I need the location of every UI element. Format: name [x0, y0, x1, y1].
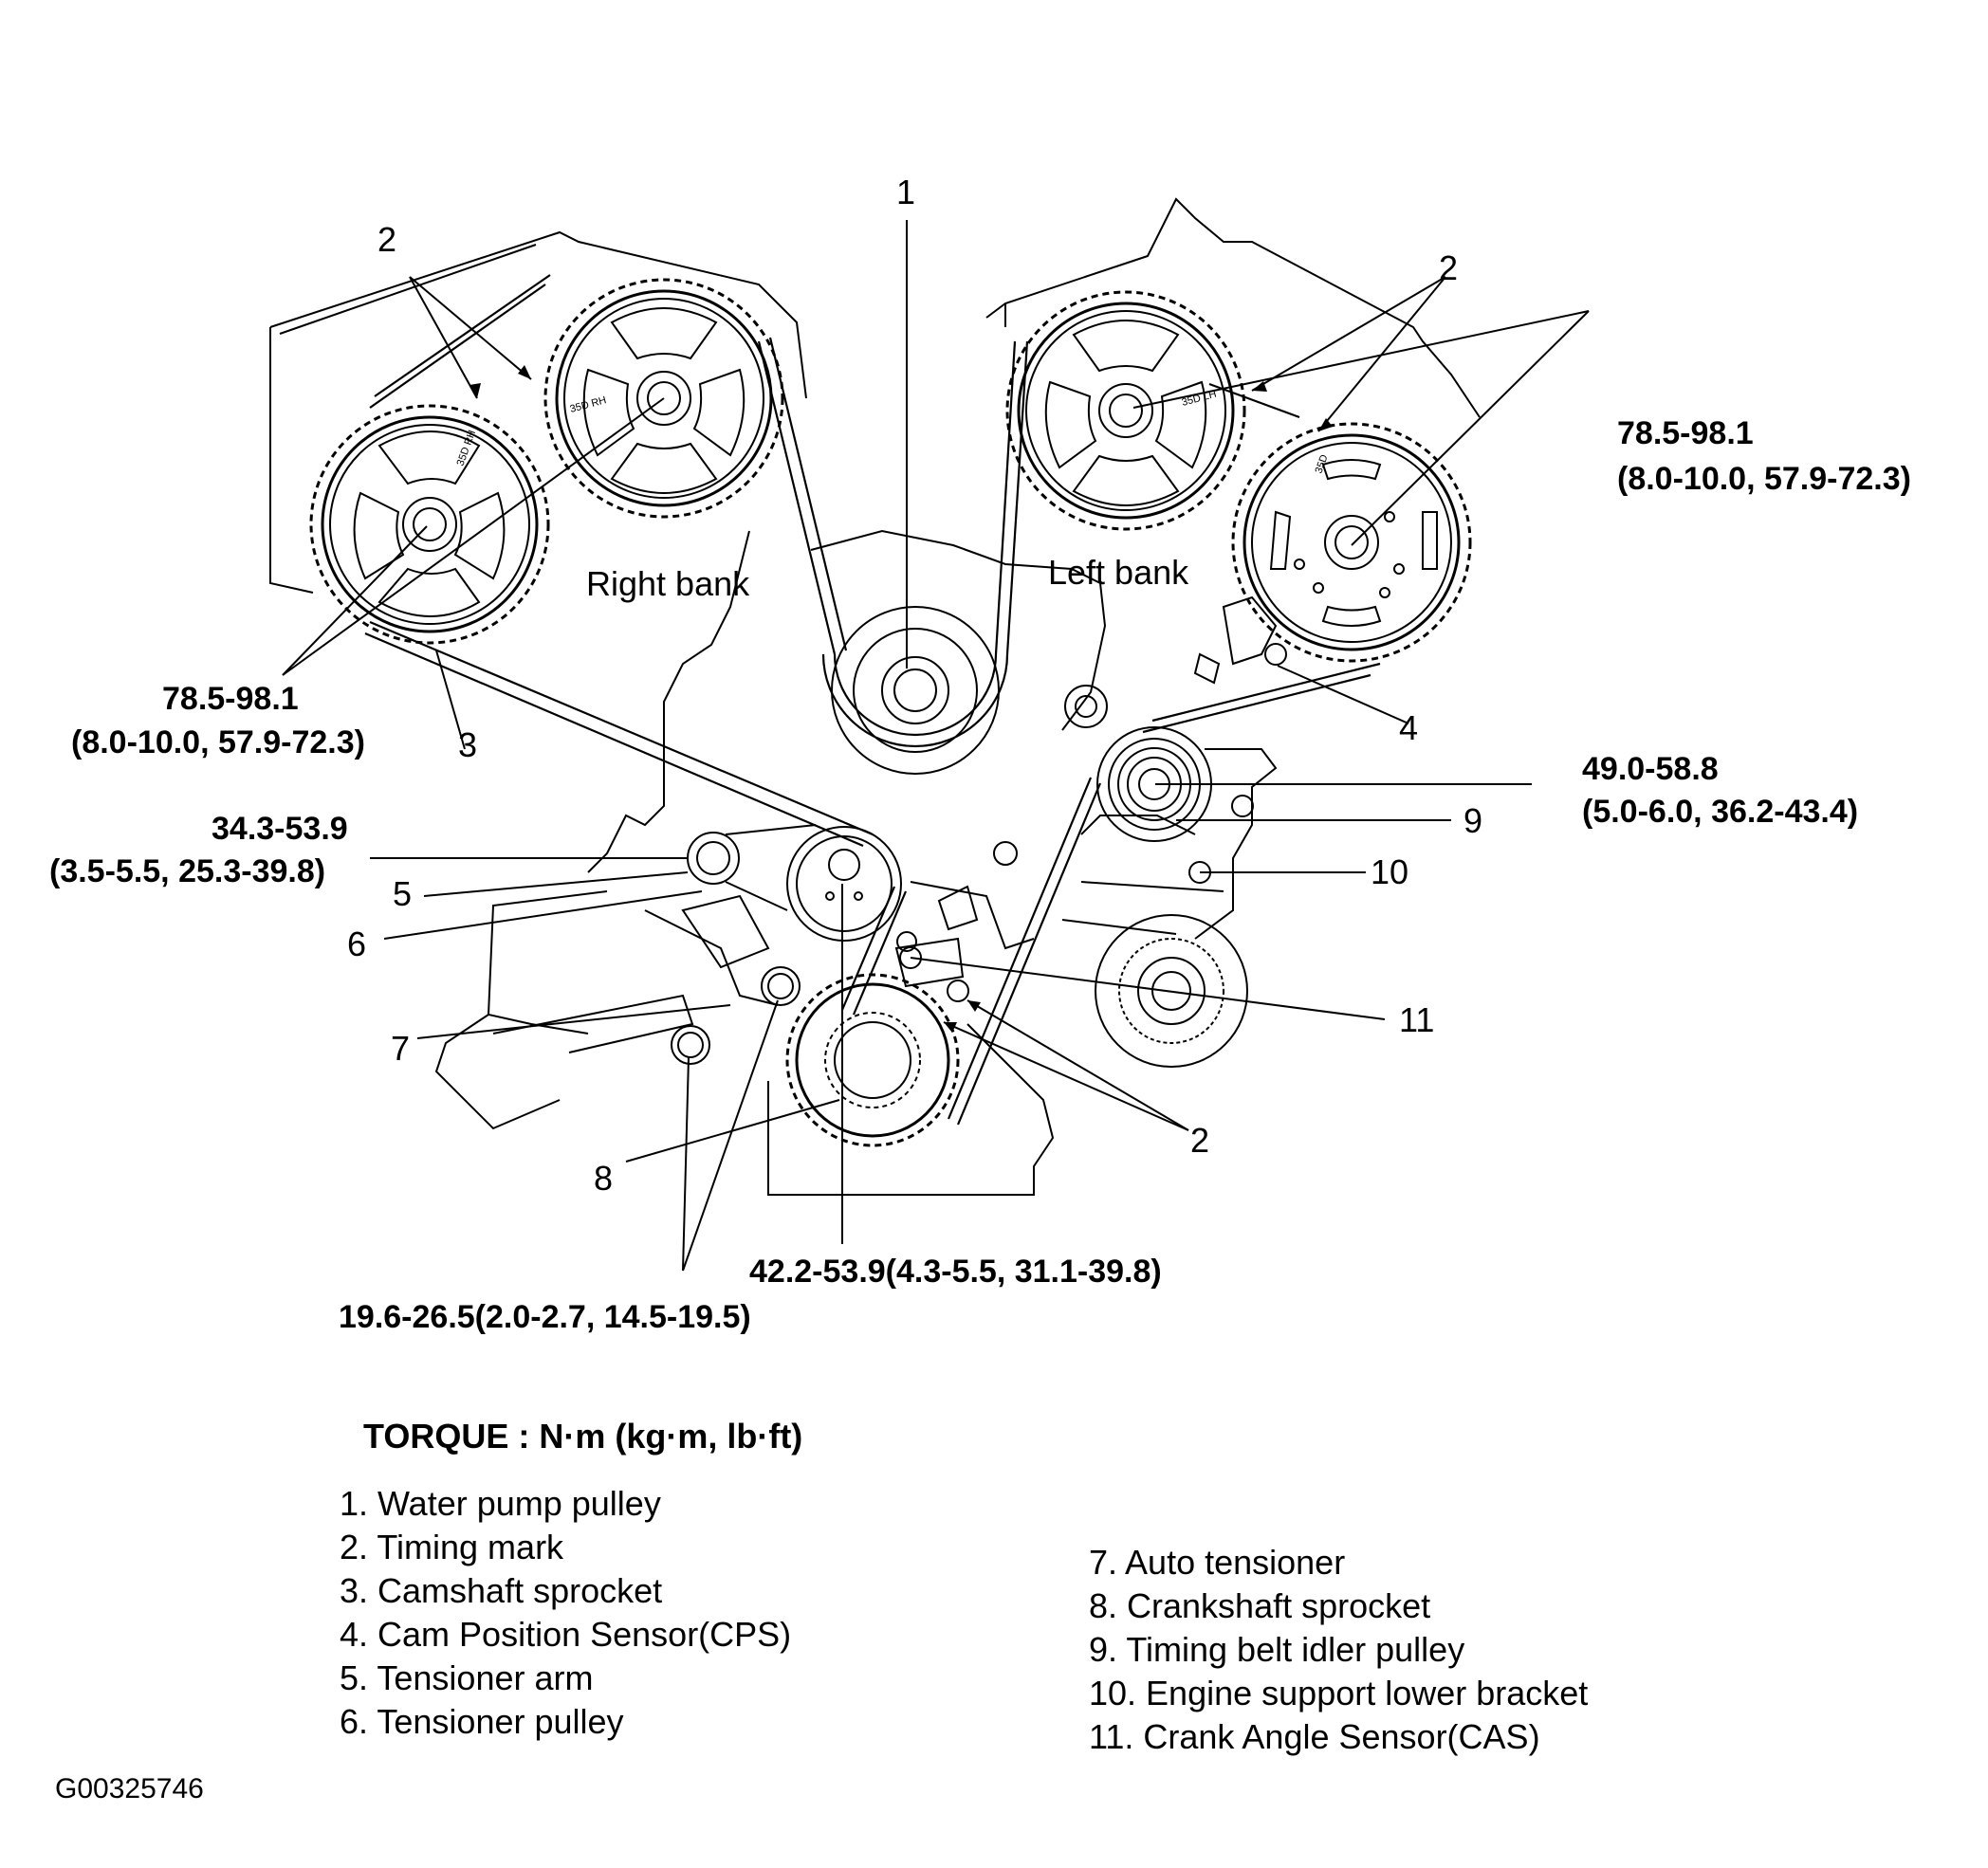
callout-1: 1: [896, 173, 915, 211]
torque-idler-line2: (5.0-6.0, 36.2-43.4): [1582, 794, 1858, 830]
camshaft-sprocket-rh-rear: [543, 278, 784, 519]
torque-cam-right-bank-line1: 78.5-98.1: [162, 681, 299, 717]
legend-item: 10. Engine support lower bracket: [1089, 1674, 1589, 1712]
sprocket-stamp-lh-rear: 35D: [1314, 453, 1331, 475]
legend-item: 11. Crank Angle Sensor(CAS): [1089, 1717, 1540, 1756]
figure-id: G00325746: [55, 1773, 204, 1804]
callout-10: 10: [1371, 852, 1408, 891]
legend-item: 7. Auto tensioner: [1089, 1543, 1346, 1582]
camshaft-sprocket-lh-front: [1005, 290, 1246, 531]
timing-belt: [364, 274, 1381, 1126]
torque-units-heading: TORQUE : N·m (kg·m, lb·ft): [363, 1417, 803, 1456]
callout-11: 11: [1399, 1000, 1434, 1039]
legend-left: 1. Water pump pulley 2. Timing mark 3. C…: [340, 1482, 791, 1744]
camshaft-sprocket-rh-front: [309, 404, 550, 645]
legend-item: 1. Water pump pulley: [340, 1484, 661, 1523]
torque-tensioner-arm-line2: (3.5-5.5, 25.3-39.8): [49, 853, 325, 889]
camshaft-sprocket-lh-rear: [1231, 422, 1472, 663]
callout-numbers: 1 2 2 2 3 4 5 6 7 8 9 10 11: [347, 173, 1482, 1198]
tensioner-arm: [687, 824, 817, 911]
auto-tensioner: [671, 894, 801, 1065]
callout-3: 3: [458, 725, 477, 764]
legend-right: 7. Auto tensioner 8. Crankshaft sprocket…: [1089, 1541, 1588, 1759]
sprocket-stamp-rh-rear: 35D RH: [569, 394, 608, 415]
torque-cam-left-bank-line2: (8.0-10.0, 57.9-72.3): [1617, 461, 1911, 497]
crankshaft-sprocket: [785, 973, 960, 1147]
timing-mark-arrows: [409, 276, 1446, 1131]
legend-item: 3. Camshaft sprocket: [340, 1571, 663, 1610]
torque-cam-left-bank-line1: 78.5-98.1: [1617, 415, 1754, 451]
right-bank-label: Right bank: [586, 564, 750, 603]
torque-tensioner-pulley: 42.2-53.9(4.3-5.5, 31.1-39.8): [749, 1254, 1162, 1290]
torque-idler-line1: 49.0-58.8: [1582, 751, 1719, 787]
callout-6: 6: [347, 925, 366, 963]
legend-item: 9. Timing belt idler pulley: [1089, 1630, 1465, 1669]
left-bank-label: Left bank: [1048, 553, 1189, 592]
legend-item: 8. Crankshaft sprocket: [1089, 1586, 1431, 1625]
callout-5: 5: [393, 874, 412, 913]
callout-2-bottom: 2: [1190, 1121, 1209, 1160]
callout-7: 7: [391, 1029, 410, 1068]
callout-2-top-right: 2: [1439, 248, 1458, 287]
tensioner-pulley: [786, 826, 902, 942]
cam-position-sensor: [1193, 595, 1287, 685]
torque-labels: 78.5-98.1 (8.0-10.0, 57.9-72.3) 78.5-98.…: [49, 415, 1911, 1335]
engine-housing: [269, 197, 1481, 1196]
torque-cam-right-bank-line2: (8.0-10.0, 57.9-72.3): [71, 724, 365, 760]
crank-angle-sensor: [894, 885, 979, 988]
callout-9: 9: [1463, 801, 1482, 840]
sprocket-stamp-lh-front: 35D LH: [1181, 389, 1218, 409]
leader-lines: [282, 220, 1590, 1272]
legend-item: 5. Tensioner arm: [340, 1658, 594, 1697]
callout-2-top-left: 2: [377, 220, 396, 259]
water-pump-pulley: [831, 606, 1000, 775]
callout-4: 4: [1399, 708, 1418, 747]
callout-8: 8: [594, 1159, 613, 1198]
legend-item: 4. Cam Position Sensor(CPS): [340, 1615, 792, 1654]
torque-tensioner-arm-line1: 34.3-53.9: [212, 811, 348, 847]
engine-support-lower-bracket-pulley: [1095, 914, 1248, 1068]
torque-auto-tensioner-bolts: 19.6-26.5(2.0-2.7, 14.5-19.5): [339, 1299, 751, 1335]
legend-item: 6. Tensioner pulley: [340, 1702, 624, 1741]
legend-item: 2. Timing mark: [340, 1528, 564, 1566]
sprocket-stamp-rh-front: 35D RH: [455, 429, 479, 467]
